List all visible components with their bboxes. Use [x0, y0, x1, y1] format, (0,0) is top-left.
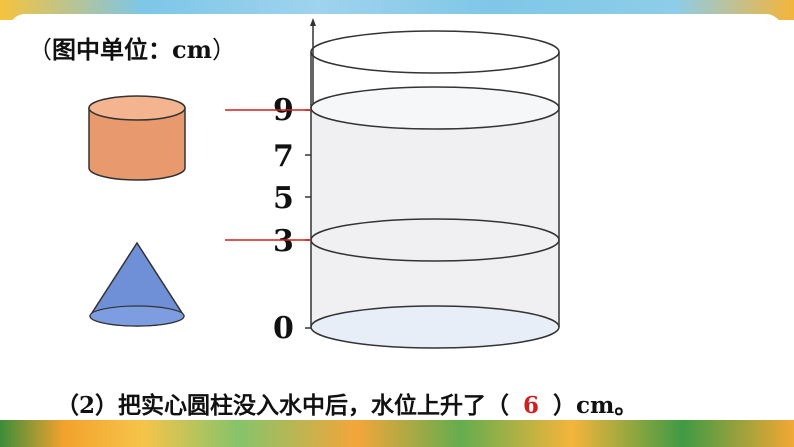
bottom-decorative-band	[0, 420, 794, 447]
unit-note: （图中单位：cm）	[28, 30, 236, 65]
unit-note-text: 图中单位：cm	[52, 35, 213, 64]
container-bottom-ellipse	[310, 305, 560, 349]
tick-label-5: 5	[273, 181, 294, 216]
water-level-9-ellipse	[310, 86, 560, 130]
answer-value: 6	[523, 392, 540, 419]
solid-cone	[89, 241, 185, 327]
question-prefix: （2）把实心圆柱没入水中后，水位上升了（	[56, 392, 510, 419]
unit-note-open-paren: （	[28, 36, 52, 64]
unit-note-close-paren: ）	[212, 36, 237, 64]
tick-label-7: 7	[273, 139, 294, 174]
water-container	[310, 30, 560, 349]
question-suffix: ）cm。	[553, 392, 638, 419]
tick-label-3: 3	[273, 224, 294, 259]
container-top-ellipse	[310, 30, 560, 74]
tick-label-0: 0	[273, 311, 294, 346]
solid-cylinder	[88, 95, 186, 181]
question-text: （2）把实心圆柱没入水中后，水位上升了（ 6 ）cm。	[56, 386, 637, 420]
